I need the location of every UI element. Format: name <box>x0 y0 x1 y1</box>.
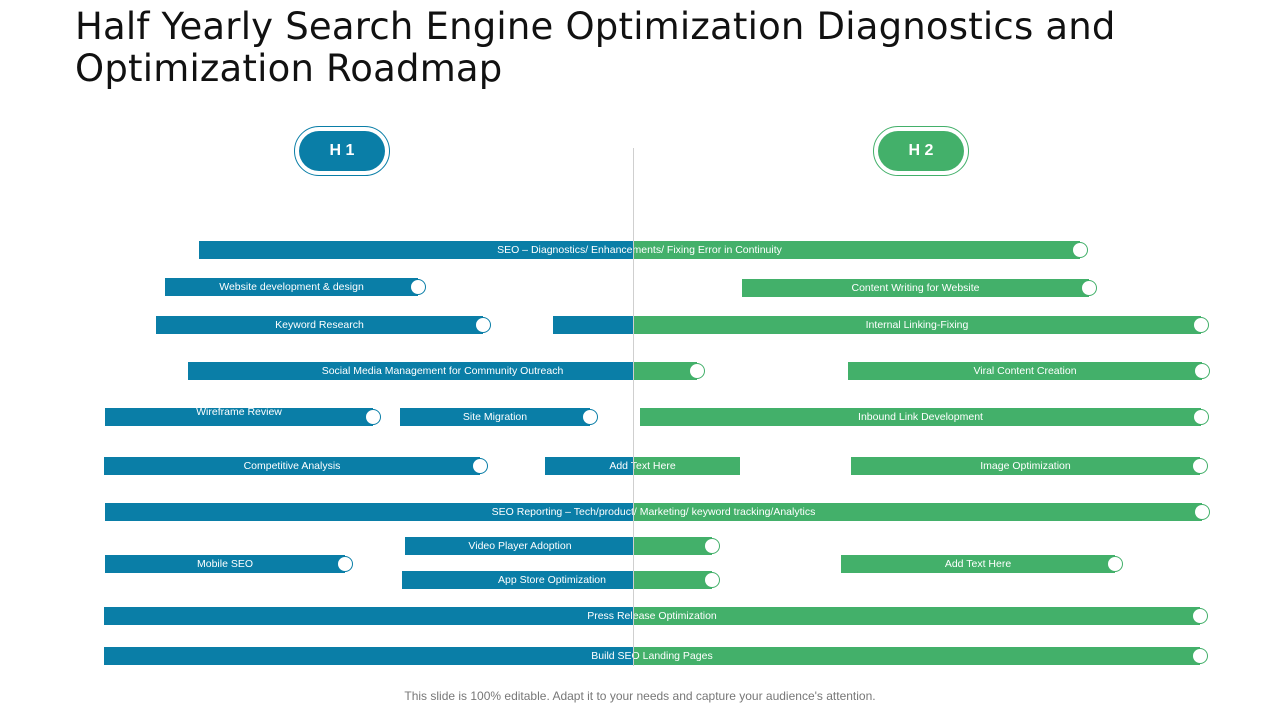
roadmap-bar: Press Release Optimization <box>104 607 1200 625</box>
period-h2-label: H 2 <box>878 131 964 171</box>
roadmap-bar-label: Inbound Link Development <box>858 411 983 423</box>
roadmap-bar-label: Image Optimization <box>980 460 1071 472</box>
roadmap-bar-label: Content Writing for Website <box>851 282 980 294</box>
bar-end-knob <box>475 317 491 333</box>
roadmap-bar: Build SEO Landing Pages <box>104 647 1200 665</box>
roadmap-bar <box>553 316 633 334</box>
roadmap-bar: Keyword Research <box>156 316 483 334</box>
roadmap-bar: Image Optimization <box>851 457 1200 475</box>
bar-end-knob <box>1192 458 1208 474</box>
bar-end-knob <box>365 409 381 425</box>
bar-end-knob <box>704 572 720 588</box>
roadmap-bar: Viral Content Creation <box>848 362 1202 380</box>
roadmap-bar-label: Video Player Adoption <box>468 540 572 552</box>
roadmap-bar-label: Build SEO Landing Pages <box>591 650 713 662</box>
roadmap-bar-label: Viral Content Creation <box>973 365 1077 377</box>
bar-end-knob <box>689 363 705 379</box>
bar-end-knob <box>582 409 598 425</box>
roadmap-bar: Content Writing for Website <box>742 279 1089 297</box>
roadmap-bar: Inbound Link Development <box>640 408 1201 426</box>
roadmap-bar-label: Keyword Research <box>275 319 364 331</box>
roadmap-bar: Mobile SEO <box>105 555 345 573</box>
bar-end-knob <box>1193 317 1209 333</box>
roadmap-bar-label: SEO – Diagnostics/ Enhancements/ Fixing … <box>497 244 782 256</box>
bar-end-knob <box>472 458 488 474</box>
bar-end-knob <box>337 556 353 572</box>
page-title: Half Yearly Search Engine Optimization D… <box>75 5 1116 90</box>
roadmap-bar: Wireframe Review <box>105 406 373 426</box>
bar-end-knob <box>1194 504 1210 520</box>
bar-end-knob <box>1194 363 1210 379</box>
roadmap-bar: SEO Reporting – Tech/product/ Marketing/… <box>105 503 1202 521</box>
footer-note: This slide is 100% editable. Adapt it to… <box>404 689 876 703</box>
period-h1-label: H 1 <box>299 131 385 171</box>
roadmap-bar: Add Text Here <box>841 555 1115 573</box>
roadmap-bar-label: SEO Reporting – Tech/product/ Marketing/… <box>491 506 816 518</box>
bar-end-knob <box>1072 242 1088 258</box>
roadmap-bar: Competitive Analysis <box>104 457 480 475</box>
period-h2-pill: H 2 <box>873 126 969 176</box>
roadmap-bar-label: Wireframe Review <box>196 406 282 418</box>
roadmap-bar-label: Press Release Optimization <box>587 610 717 622</box>
roadmap-bar: Site Migration <box>400 408 590 426</box>
roadmap-bar-label: App Store Optimization <box>498 574 606 586</box>
bar-end-knob <box>1081 280 1097 296</box>
midline-divider <box>633 148 634 666</box>
roadmap-bar-label: Website development & design <box>219 281 364 293</box>
bar-end-knob <box>1192 648 1208 664</box>
roadmap-bar: Website development & design <box>165 278 418 296</box>
roadmap-bar: Internal Linking-Fixing <box>633 316 1201 334</box>
roadmap-bar-label: Mobile SEO <box>196 558 254 570</box>
bar-end-knob <box>410 279 426 295</box>
bar-end-knob <box>1107 556 1123 572</box>
bar-end-knob <box>1193 409 1209 425</box>
roadmap-bar-label: Internal Linking-Fixing <box>865 319 969 331</box>
roadmap-bar: App Store Optimization <box>402 571 712 589</box>
roadmap-bar: SEO – Diagnostics/ Enhancements/ Fixing … <box>199 241 1080 259</box>
roadmap-bar-label: Add Text Here <box>609 460 676 472</box>
roadmap-bar-label: Site Migration <box>462 411 528 423</box>
roadmap-bar: Add Text Here <box>545 457 740 475</box>
bar-end-knob <box>704 538 720 554</box>
roadmap-bar: Social Media Management for Community Ou… <box>188 362 697 380</box>
roadmap-bar: Video Player Adoption <box>405 537 712 555</box>
roadmap-bar-label: Social Media Management for Community Ou… <box>321 365 564 377</box>
bar-end-knob <box>1192 608 1208 624</box>
roadmap-bar-label: Add Text Here <box>944 558 1012 570</box>
roadmap-bar-label: Competitive Analysis <box>243 460 341 472</box>
period-h1-pill: H 1 <box>294 126 390 176</box>
